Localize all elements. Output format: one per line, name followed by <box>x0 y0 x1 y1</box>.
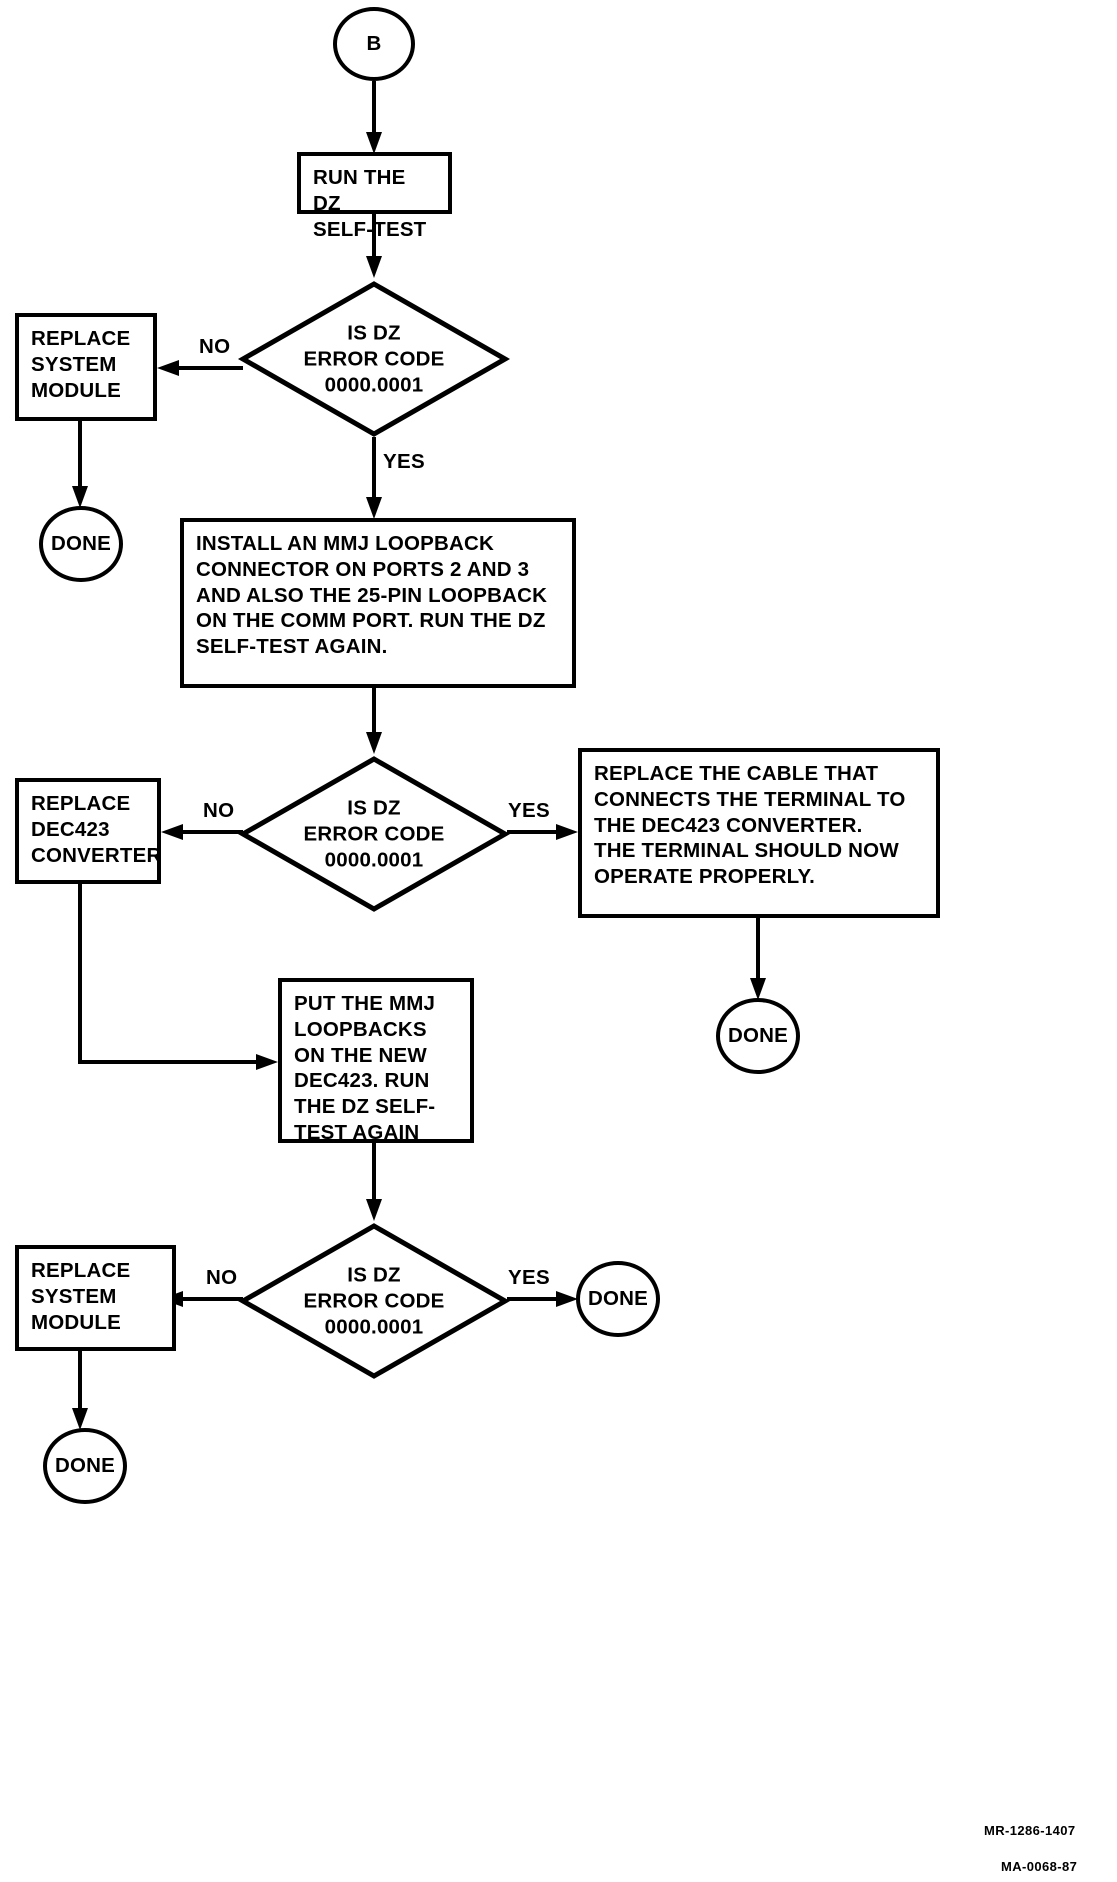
process-replace-system-module-1[interactable]: REPLACE SYSTEM MODULE <box>15 313 157 421</box>
terminator-done-4[interactable]: DONE <box>43 1428 127 1504</box>
edge-label-no-1: NO <box>199 335 231 358</box>
terminator-done-4-label: DONE <box>54 1453 116 1477</box>
edge-label-no-3: NO <box>206 1266 238 1289</box>
decision-is-dz-error-code-3[interactable]: IS DZ ERROR CODE 0000.0001 <box>237 1223 511 1379</box>
terminator-done-1[interactable]: DONE <box>39 506 123 582</box>
process-put-mmj-loopbacks[interactable]: PUT THE MMJ LOOPBACKS ON THE NEW DEC423.… <box>278 978 474 1145</box>
footer-code-mr: MR-1286-1407 <box>984 1823 1076 1838</box>
process-install-mmj-loopback-label: INSTALL AN MMJ LOOPBACK CONNECTOR ON POR… <box>196 532 548 659</box>
process-replace-dec423-converter[interactable]: REPLACE DEC423 CONVERTER <box>15 778 161 884</box>
edge-label-yes-1: YES <box>383 450 425 473</box>
process-replace-system-module-2[interactable]: REPLACE SYSTEM MODULE <box>15 1245 176 1351</box>
decision-is-dz-error-code-2[interactable]: IS DZ ERROR CODE 0000.0001 <box>237 756 511 912</box>
process-replace-cable[interactable]: REPLACE THE CABLE THAT CONNECTS THE TERM… <box>578 748 940 918</box>
footer-code-ma: MA-0068-87 <box>1001 1859 1078 1874</box>
process-run-dz-self-test-label: RUN THE DZ SELF-TEST <box>313 166 427 241</box>
entry-connector-b[interactable]: B <box>333 7 415 81</box>
terminator-done-2-label: DONE <box>727 1023 789 1047</box>
process-replace-dec423-converter-label: REPLACE DEC423 CONVERTER <box>31 792 162 867</box>
terminator-done-2[interactable]: DONE <box>716 998 800 1074</box>
process-replace-system-module-1-label: REPLACE SYSTEM MODULE <box>31 327 131 402</box>
edge-label-yes-3: YES <box>508 1266 550 1289</box>
edge-label-no-2: NO <box>203 799 235 822</box>
decision-is-dz-error-code-1[interactable]: IS DZ ERROR CODE 0000.0001 <box>237 281 511 437</box>
terminator-done-3[interactable]: DONE <box>576 1261 660 1337</box>
terminator-done-1-label: DONE <box>50 531 112 555</box>
process-install-mmj-loopback[interactable]: INSTALL AN MMJ LOOPBACK CONNECTOR ON POR… <box>180 518 576 688</box>
edge-label-yes-2: YES <box>508 799 550 822</box>
process-run-dz-self-test[interactable]: RUN THE DZ SELF-TEST <box>297 152 452 241</box>
process-replace-system-module-2-label: REPLACE SYSTEM MODULE <box>31 1259 131 1334</box>
entry-connector-label: B <box>366 31 382 55</box>
process-replace-cable-label: REPLACE THE CABLE THAT CONNECTS THE TERM… <box>594 762 906 889</box>
process-put-mmj-loopbacks-label: PUT THE MMJ LOOPBACKS ON THE NEW DEC423.… <box>294 992 436 1145</box>
terminator-done-3-label: DONE <box>587 1286 649 1310</box>
